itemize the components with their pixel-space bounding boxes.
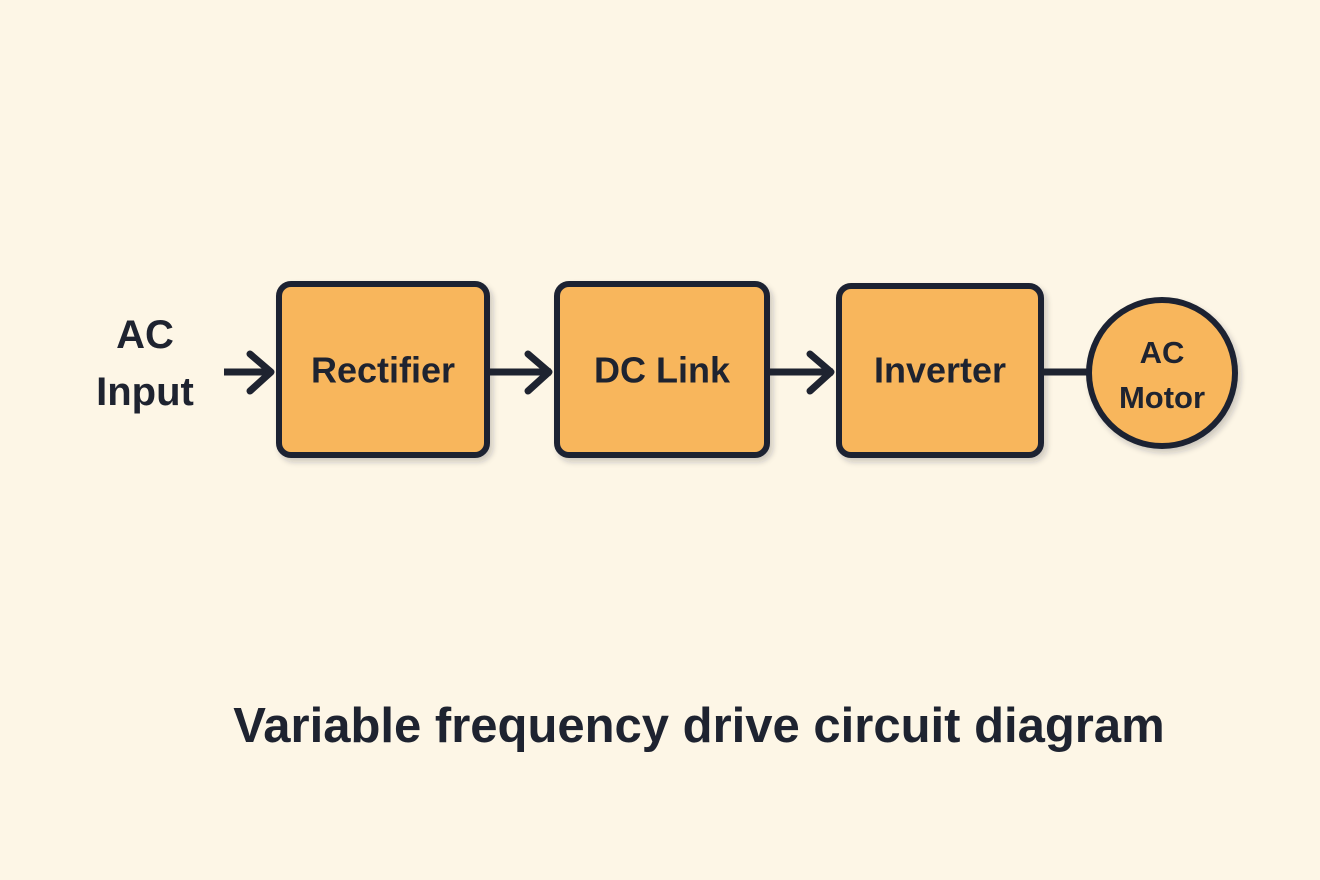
node-rectifier-shape[interactable] <box>276 281 490 458</box>
diagram-caption: Variable frequency drive circuit diagram <box>233 699 1164 753</box>
node-inverter[interactable]: Inverter <box>836 283 1044 458</box>
node-dc-link[interactable]: DC Link <box>554 281 770 458</box>
connector-rectifier-to-dclink <box>489 350 553 395</box>
node-ac-motor-label-line1: AC <box>1140 335 1185 370</box>
ac-input-label-line2: Input <box>96 370 194 414</box>
node-rectifier-label: Rectifier <box>311 350 455 391</box>
connector-dclink-to-inverter <box>769 350 835 395</box>
node-ac-motor[interactable]: AC Motor <box>1086 297 1238 449</box>
arrowhead-icon <box>524 350 553 395</box>
node-inverter-label: Inverter <box>874 350 1006 391</box>
ac-input-label: AC Input <box>96 313 194 414</box>
node-ac-motor-label-line2: Motor <box>1119 380 1205 415</box>
node-dc-link-label: DC Link <box>594 350 731 391</box>
ac-input-label-line1: AC <box>116 313 174 357</box>
arrowhead-icon <box>246 350 275 395</box>
node-dc-link-shape[interactable] <box>554 281 770 458</box>
node-ac-motor-shape[interactable] <box>1086 297 1238 449</box>
connector-input-to-rectifier <box>224 350 275 395</box>
arrowhead-icon <box>806 350 835 395</box>
node-rectifier[interactable]: Rectifier <box>276 281 490 458</box>
